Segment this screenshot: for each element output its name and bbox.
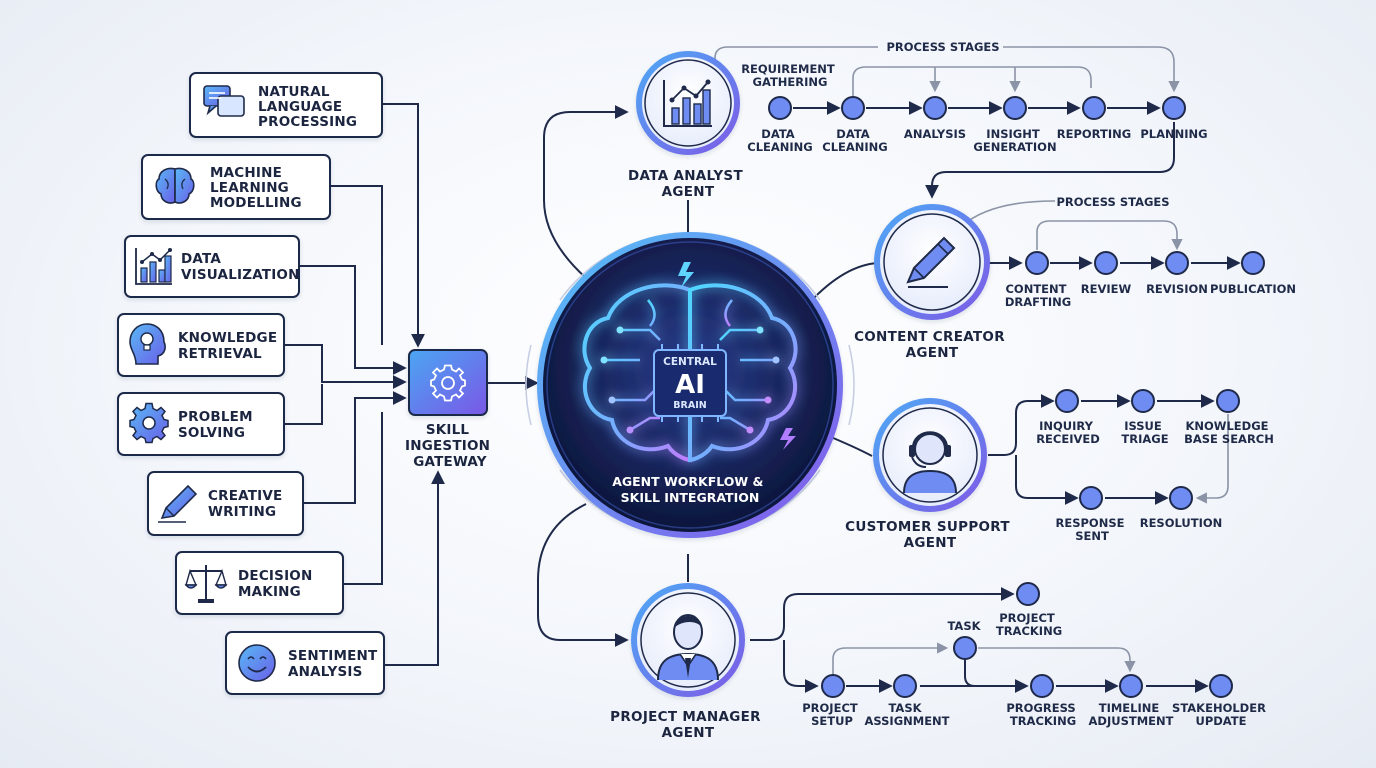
agent-label: CUSTOMER SUPPORT AGENT xyxy=(845,519,1015,551)
skill-label: KNOWLEDGE RETRIEVAL xyxy=(178,330,282,362)
customer-support-workflow: INQUIRY RECEIVED ISSUE TRIAGE KNOWLEDGE … xyxy=(988,389,1274,543)
smiley-icon xyxy=(238,644,276,682)
chip-main-label: AI xyxy=(675,370,705,400)
chip-top-label: CENTRAL xyxy=(663,356,717,368)
skill-card-knowledge-retrieval[interactable]: KNOWLEDGE RETRIEVAL xyxy=(117,313,285,377)
skill-ingestion-gateway[interactable]: SKILL INGESTION GATEWAY xyxy=(405,349,495,470)
analytics-chart-icon xyxy=(663,79,712,127)
skill-label: DECISION MAKING xyxy=(238,568,317,600)
stage-label: PLANNING xyxy=(1140,127,1207,141)
scales-icon xyxy=(184,565,228,603)
skill-card-sentiment-analysis[interactable]: SENTIMENT ANALYSIS xyxy=(225,631,385,695)
stage-node xyxy=(1119,674,1143,698)
skill-label: MACHINE LEARNING MODELLING xyxy=(210,165,302,211)
chat-bubbles-icon xyxy=(203,85,245,117)
skill-label: NATURAL LANGUAGE PROCESSING xyxy=(258,84,357,130)
stage-label: REPORTING xyxy=(1057,127,1131,141)
head-lightbulb-icon xyxy=(129,323,166,365)
skill-card-creative-writing[interactable]: CREATIVE WRITING xyxy=(147,471,304,536)
lightning-icon xyxy=(678,262,796,450)
stage-label: PROJECT SETUP xyxy=(802,701,862,728)
project-manager-workflow: PROJECT TRACKING TASK PROJECT SETUP TASK… xyxy=(750,582,1270,728)
brain-caption: AGENT WORKFLOW & SKILL INTEGRATION xyxy=(612,474,768,505)
stage-node xyxy=(1094,251,1118,275)
stage-label: CONTENT DRAFTING xyxy=(1005,282,1071,309)
stage-node xyxy=(1169,486,1193,510)
stage-node xyxy=(1216,389,1240,413)
agent-data-analyst[interactable]: DATA ANALYST AGENT xyxy=(628,51,748,200)
stage-label: INSIGHT GENERATION xyxy=(973,127,1056,154)
stage-label: ISSUE TRIAGE xyxy=(1121,419,1168,446)
stage-node xyxy=(1055,389,1079,413)
stage-label: TASK xyxy=(947,619,981,633)
pen-icon xyxy=(906,236,956,288)
chip-bottom-label: BRAIN xyxy=(673,400,706,411)
skill-label: DATA VISUALIZATION xyxy=(181,251,300,283)
stage-label: PROGRESS TRACKING xyxy=(1006,701,1079,728)
gear-icon xyxy=(430,364,466,402)
central-ai-brain[interactable]: CENTRAL AI BRAIN AGENT WORKFLOW & SKILL … xyxy=(525,232,855,538)
content-creator-workflow: PROCESS STAGES CONTENT DRAFTING REVIEW R… xyxy=(961,195,1296,309)
process-stages-title: PROCESS STAGES xyxy=(1056,195,1169,209)
gear-icon xyxy=(129,402,169,444)
skill-card-nlp[interactable]: NATURAL LANGUAGE PROCESSING xyxy=(189,72,383,138)
skill-card-decision-making[interactable]: DECISION MAKING xyxy=(175,551,344,615)
requirement-note: REQUIREMENT GATHERING xyxy=(741,62,839,89)
brain-circuit-icon xyxy=(582,283,798,463)
skill-label: SENTIMENT ANALYSIS xyxy=(288,648,382,680)
stage-node xyxy=(1079,486,1103,510)
stage-label: DATA CLEANING xyxy=(747,127,813,154)
agent-project-manager[interactable]: PROJECT MANAGER AGENT xyxy=(610,583,766,741)
stage-label: RESOLUTION xyxy=(1140,516,1223,530)
stage-label: ANALYSIS xyxy=(904,127,966,141)
stage-node xyxy=(1003,96,1027,120)
skill-card-ml[interactable]: MACHINE LEARNING MODELLING xyxy=(141,154,331,220)
stage-node xyxy=(1209,674,1233,698)
stage-node xyxy=(1165,251,1189,275)
stage-node xyxy=(923,96,947,120)
stage-node xyxy=(768,96,792,120)
stage-node xyxy=(1082,96,1106,120)
stage-node xyxy=(841,96,865,120)
stage-node xyxy=(1241,251,1265,275)
skill-card-problem-solving[interactable]: PROBLEM SOLVING xyxy=(117,392,285,456)
process-stages-title: PROCESS STAGES xyxy=(886,40,999,54)
businessman-icon xyxy=(657,614,719,681)
bar-chart-icon xyxy=(135,248,172,285)
gateway-label: SKILL INGESTION GATEWAY xyxy=(405,422,495,470)
stage-node xyxy=(1030,674,1054,698)
agent-label: DATA ANALYST AGENT xyxy=(628,168,748,200)
stage-label: INQUIRY RECEIVED xyxy=(1036,419,1100,446)
brain-icon xyxy=(155,167,195,204)
data-analyst-workflow: PROCESS STAGES REQUIREMENT GATHERING DAT… xyxy=(714,40,1208,199)
stage-node xyxy=(1025,251,1049,275)
agent-customer-support[interactable]: CUSTOMER SUPPORT AGENT xyxy=(845,398,1015,551)
headset-agent-icon xyxy=(903,431,957,494)
stage-label: TASK ASSIGNMENT xyxy=(864,701,949,728)
stage-node xyxy=(1162,96,1186,120)
skill-label: PROBLEM SOLVING xyxy=(178,409,258,441)
stage-node xyxy=(1016,582,1040,606)
stage-label: KNOWLEDGE BASE SEARCH xyxy=(1184,419,1274,446)
stage-node xyxy=(1131,389,1155,413)
agent-label: CONTENT CREATOR AGENT xyxy=(854,329,1010,361)
stage-label: PUBLICATION xyxy=(1210,282,1296,296)
stage-node xyxy=(821,674,845,698)
skill-label: CREATIVE WRITING xyxy=(208,488,287,520)
skill-card-data-visualization[interactable]: DATA VISUALIZATION xyxy=(124,235,300,298)
stage-label: DATA CLEANING xyxy=(822,127,888,154)
skill-connectors xyxy=(284,103,539,666)
stage-label: REVISION xyxy=(1146,282,1208,296)
stage-label: TIMELINE ADJUSTMENT xyxy=(1089,701,1174,728)
stage-node xyxy=(953,636,977,660)
stage-label: RESPONSE SENT xyxy=(1056,516,1129,543)
stage-node xyxy=(893,674,917,698)
stage-label: STAKEHOLDER UPDATE xyxy=(1172,701,1270,728)
stage-label: REVIEW xyxy=(1081,282,1132,296)
agent-label: PROJECT MANAGER AGENT xyxy=(610,709,766,741)
pencil-icon xyxy=(158,484,198,523)
agent-content-creator[interactable]: CONTENT CREATOR AGENT xyxy=(854,204,1010,361)
stage-label: PROJECT TRACKING xyxy=(996,611,1062,638)
